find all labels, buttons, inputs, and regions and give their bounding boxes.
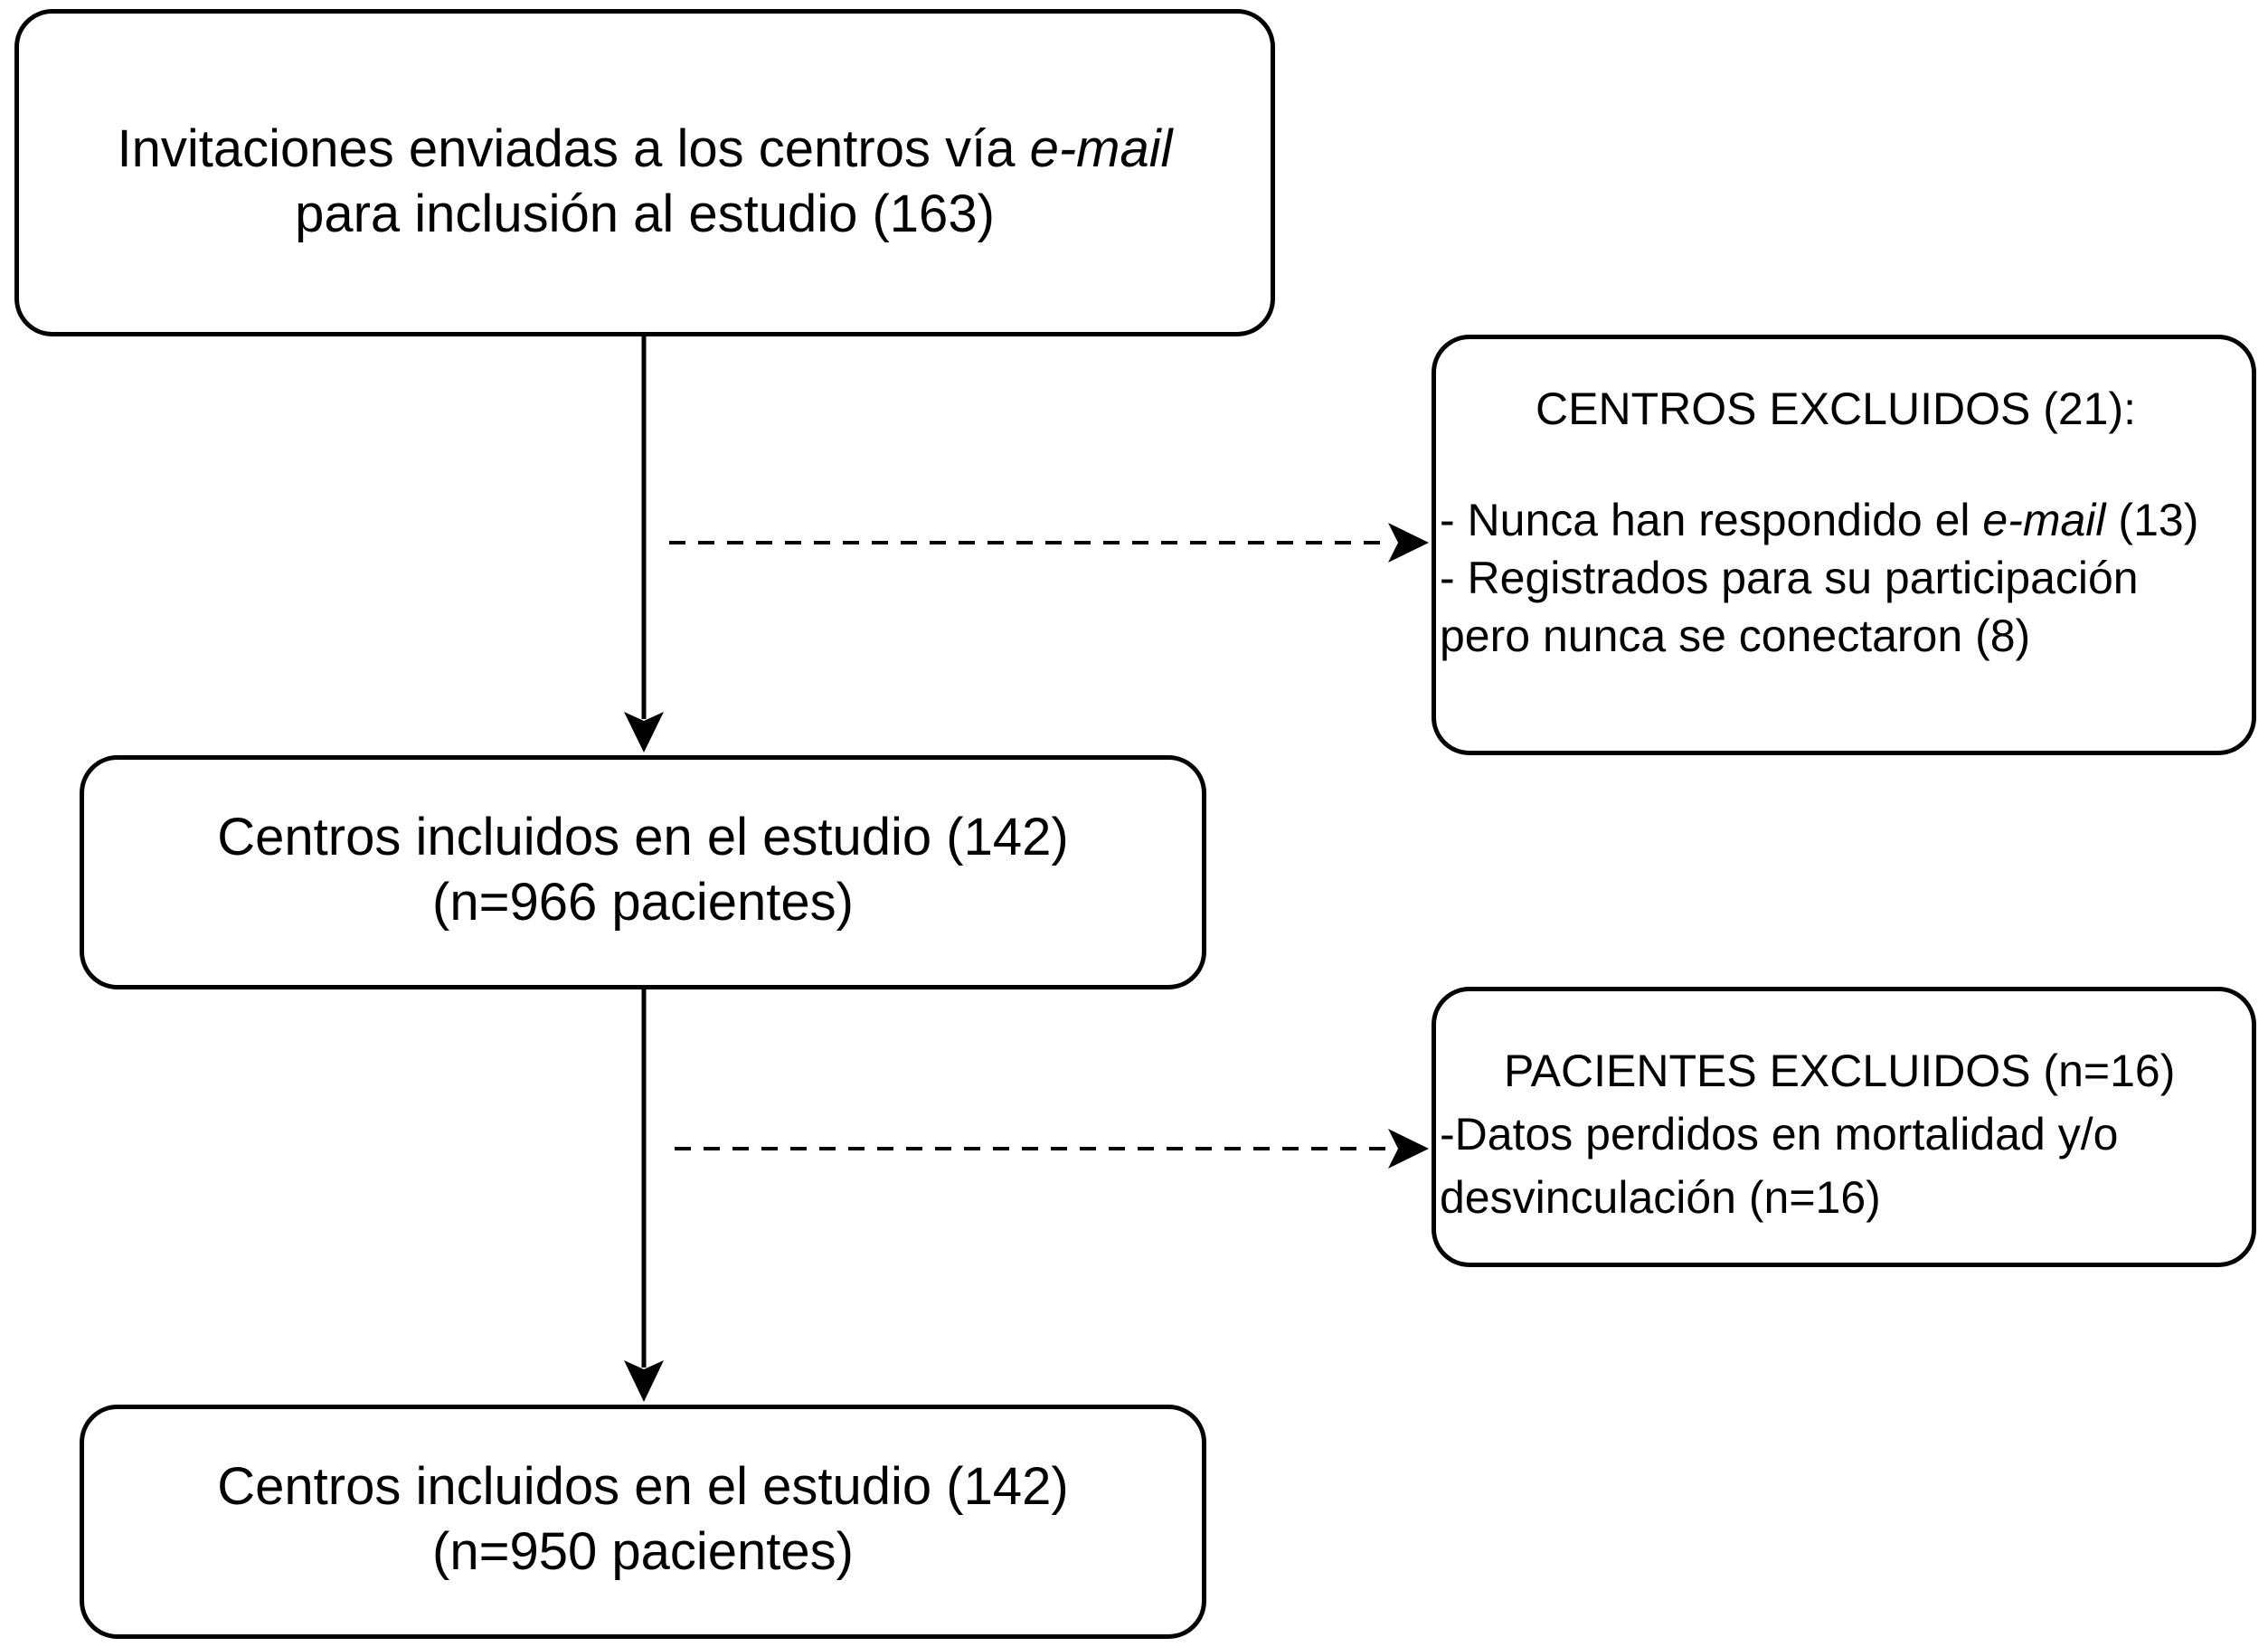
excluded-patients-title: PACIENTES EXCLUIDOS (n=16) [1504, 1046, 2176, 1096]
invitations-box: Invitaciones enviadas a los centros vía … [14, 9, 1275, 336]
arrowhead-invitations-to-included [624, 712, 664, 753]
excluded-centers-title: CENTROS EXCLUIDOS (21): [1536, 383, 2137, 434]
excluded-centers-item-2-line-1: - Registrados para su participación [1440, 553, 2139, 603]
arrowhead-included-to-final [624, 1360, 664, 1402]
arrowhead-centros-excluidos [1388, 523, 1429, 563]
included-centers-box-2: Centros incluidos en el estudio (142) (n… [80, 1405, 1206, 1639]
included-2-line-2: (n=950 pacientes) [432, 1522, 854, 1581]
included-2-line-1: Centros incluidos en el estudio (142) [217, 1457, 1069, 1516]
excluded-centers-box: CENTROS EXCLUIDOS (21): - Nunca han resp… [1432, 335, 2256, 755]
included-1-line-1: Centros incluidos en el estudio (142) [217, 808, 1069, 866]
arrowhead-pacientes-excluidos [1388, 1129, 1429, 1169]
included-centers-box-1: Centros incluidos en el estudio (142) (n… [80, 755, 1206, 989]
excluded-patients-item-line-2: desvinculación (n=16) [1440, 1172, 1881, 1223]
invitations-line-2: para inclusión al estudio (163) [295, 185, 995, 243]
invitations-line-1: Invitaciones enviadas a los centros vía … [117, 119, 1173, 178]
excluded-centers-item-2-line-2: pero nunca se conectaron (8) [1440, 611, 2031, 661]
included-1-line-2: (n=966 pacientes) [432, 873, 854, 932]
excluded-centers-item-1: - Nunca han respondido el e-mail (13) [1440, 495, 2199, 545]
excluded-patients-box: PACIENTES EXCLUIDOS (n=16) -Datos perdid… [1432, 987, 2256, 1267]
excluded-patients-item-line-1: -Datos perdidos en mortalidad y/o [1440, 1109, 2119, 1160]
